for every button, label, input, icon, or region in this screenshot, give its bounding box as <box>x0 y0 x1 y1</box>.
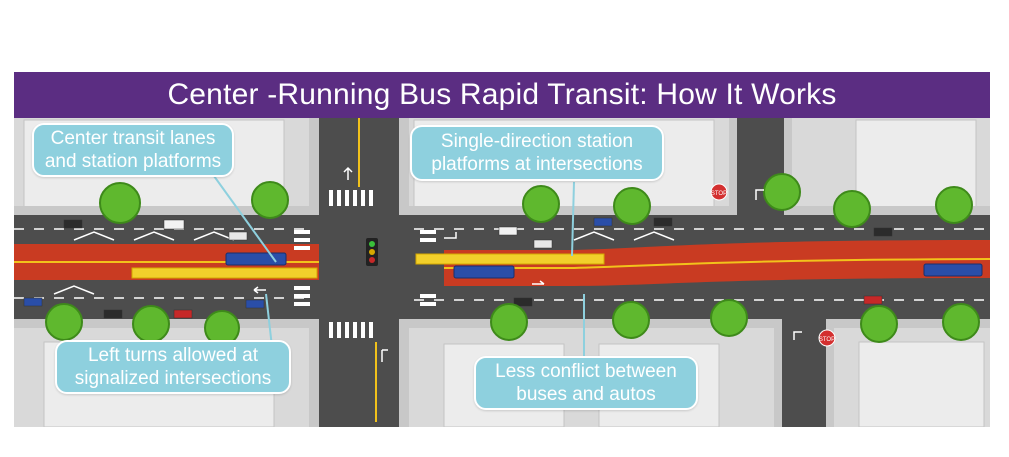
callout-line: signalized intersections <box>74 368 272 389</box>
callout-center-transit-lanes: Center transit lanes and station platfor… <box>32 123 234 177</box>
callout-line: Left turns allowed at <box>87 345 259 366</box>
svg-text:STOP: STOP <box>711 191 727 197</box>
callout-line: platforms at intersections <box>431 154 643 175</box>
callout-single-direction-platforms: Single-direction station platforms at in… <box>410 125 664 181</box>
callout-line: Single-direction station <box>440 131 634 152</box>
station-platform-east <box>415 253 605 265</box>
stop-sign-icon: STOP <box>818 329 836 347</box>
median-chevrons <box>53 231 675 295</box>
callout-left-turns: Left turns allowed at signalized interse… <box>55 340 291 394</box>
center-line-yellow <box>358 112 377 422</box>
callout-line: buses and autos <box>516 384 656 405</box>
callout-line: and station platforms <box>44 151 222 172</box>
station-platform-west <box>131 267 318 279</box>
callout-line: Less conflict between <box>495 361 677 382</box>
crosswalks <box>294 190 436 338</box>
title-banner: Center -Running Bus Rapid Transit: How I… <box>14 72 990 118</box>
page-title: Center -Running Bus Rapid Transit: How I… <box>167 78 837 111</box>
trees <box>45 173 980 346</box>
svg-text:STOP: STOP <box>819 337 835 343</box>
lane-markings <box>14 228 990 301</box>
callout-line: Center transit lanes <box>50 128 216 149</box>
stop-sign-icon: STOP <box>710 183 728 201</box>
turn-arrow-icons <box>253 166 802 362</box>
buses <box>225 252 983 279</box>
leader-lines <box>213 175 585 357</box>
callout-less-conflict: Less conflict between buses and autos <box>474 356 698 410</box>
traffic-signal-icon <box>366 238 378 266</box>
